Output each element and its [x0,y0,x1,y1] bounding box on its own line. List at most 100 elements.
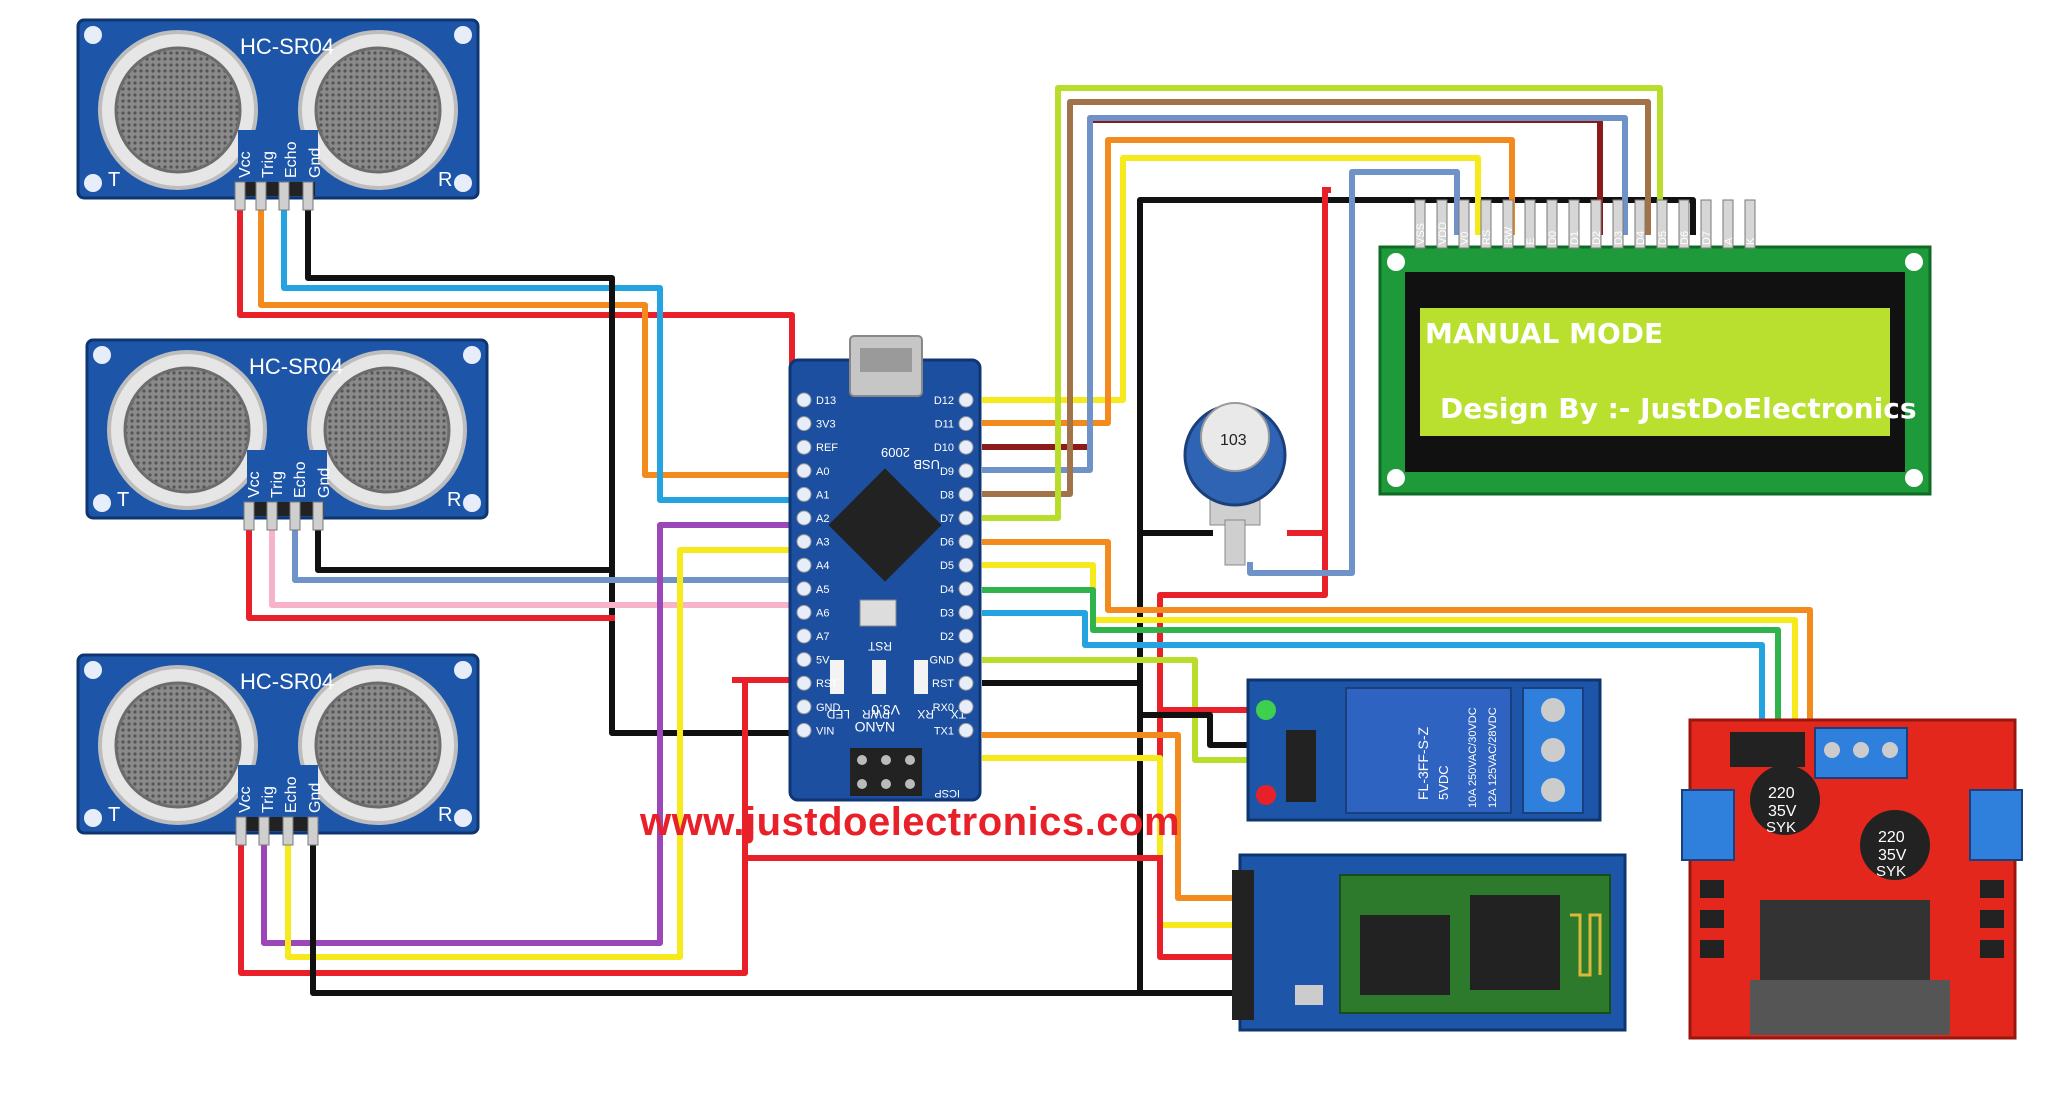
bt-chip-2 [1470,895,1560,990]
wires [237,85,1813,996]
relay-part: FL-3FF-S-Z [1415,726,1431,800]
lcd-pin [1458,199,1470,249]
lcd-pin [1634,199,1646,249]
wire-s2-echo [292,527,813,583]
sensor-t-label: T [117,489,129,511]
lcd-pin [1480,199,1492,249]
nano-pin-pad [958,604,974,620]
cap1-label: 220 [1768,785,1795,802]
nano-icsp-label: ICSP [934,787,960,799]
wire-tx [982,755,1253,928]
reset-button [859,599,897,627]
nano-pin-label: 5V [816,655,830,667]
lcd-pin [1436,199,1448,249]
pin-trig-label: Trig [260,786,277,813]
nano-pin-label: RST [816,678,838,690]
ultrasonic-sensor-1: HC-SR04 T R Vcc Trig Echo Gnd [76,18,480,200]
lcd-pin [1656,199,1668,249]
lcd-pin [1524,199,1536,249]
lcd-pin-label: V0 [1459,232,1471,245]
lcd-pin-label: VDD [1437,222,1449,245]
heatsink [1750,980,1950,1035]
wire-s3-echo [285,547,813,960]
sensor-model-label: HC-SR04 [249,354,343,379]
nano-pin-pad [796,604,812,620]
pin-vcc-label: Vcc [237,786,254,813]
sensor-model-label: HC-SR04 [240,34,334,59]
nano-pin-label: D2 [940,631,954,643]
lcd-screen [1420,308,1890,436]
nano-pin-pad [796,722,812,738]
lcd-pin-label: D4 [1635,231,1647,245]
relay-model: 5VDC [1436,765,1451,800]
wire-bt-vcc [1157,855,1253,960]
lcd-pin-label: D1 [1569,231,1581,245]
nano-pin-pad [958,557,974,573]
lcd-pin [1546,199,1558,249]
pin-trig-label: Trig [269,471,286,498]
ultrasonic-sensor-3: HC-SR04 T R Vcc Trig Echo Gnd [76,653,480,835]
pin-vcc-label: Vcc [246,471,263,498]
lcd-pin-label: D2 [1591,231,1603,245]
lcd-pin-label: A [1723,237,1735,245]
nano-pin-label: D12 [934,395,954,407]
wire-rx [982,732,1253,901]
sensor-model-label: HC-SR04 [240,669,334,694]
nano-pin-label: REF [816,442,838,454]
nano-pin-pad [958,581,974,597]
nano-pin-label: D8 [940,489,954,501]
sensor-t-label: T [108,804,120,826]
nano-pin-label: A4 [816,560,829,572]
cap2-brand: SYK [1876,863,1906,880]
nano-pin-label: TX1 [934,725,954,737]
lcd-pin-label: VSS [1415,223,1427,245]
pin-echo-label: Echo [283,141,300,178]
nano-rst-label: RST [867,639,892,653]
wire-s1-echo [281,207,813,503]
nano-pin-pad [958,652,974,668]
nano-pin-label: RX0 [933,702,954,714]
cap1-volt: 35V [1768,803,1797,820]
nano-pin-pad [796,675,812,691]
nano-pin-label: D4 [940,584,954,596]
icsp-header [850,748,922,796]
nano-pin-label: VIN [816,725,834,737]
nano-pin-pad [796,392,812,408]
wire-d4 [982,587,1781,743]
nano-pin-label: D11 [935,419,954,431]
sensor-r-label: R [438,169,452,191]
nano-version-label: V3.0 [871,702,900,718]
wire-d8 [982,99,1651,497]
wire-s3-trig [261,522,813,946]
lcd-pin-label: E [1525,238,1537,245]
nano-pin-pad [958,722,974,738]
bt-antenna [1570,913,1602,977]
pin-echo-label: Echo [283,776,300,813]
nano-pin-label: D5 [940,560,954,572]
nano-pin-label: A5 [816,584,829,596]
nano-led-label: LED [826,707,850,721]
ultrasonic-sensor-2: HC-SR04 T R Vcc Trig Echo Gnd [85,338,489,520]
pin-vcc-label: Vcc [237,151,254,178]
nano-pin-label: GND [930,655,955,667]
pot-label: 103 [1220,432,1247,449]
lcd-pin-label: RW [1503,226,1515,245]
capacitor-1 [1750,765,1820,835]
wire-nano-gnd [982,197,1696,686]
wire-pot-vcc [1287,187,1328,536]
nano-pin-label: A7 [816,631,829,643]
nano-pin-pad [796,699,812,715]
sensor-t-label: T [108,169,120,191]
nano-pin-label: A3 [816,537,829,549]
lcd-pin [1744,199,1756,249]
nano-pin-pad [958,392,974,408]
motor-driver-l298n: 220 35V SYK 220 35V SYK [1681,718,2023,1040]
nano-pin-pad [958,416,974,432]
lcd-text-line-1: MANUAL MODE [1425,317,1664,350]
cap2-label: 220 [1878,829,1905,846]
lcd-pin [1590,199,1602,249]
nano-pin-pad [796,510,812,526]
nano-rx-label: RX [917,707,934,721]
